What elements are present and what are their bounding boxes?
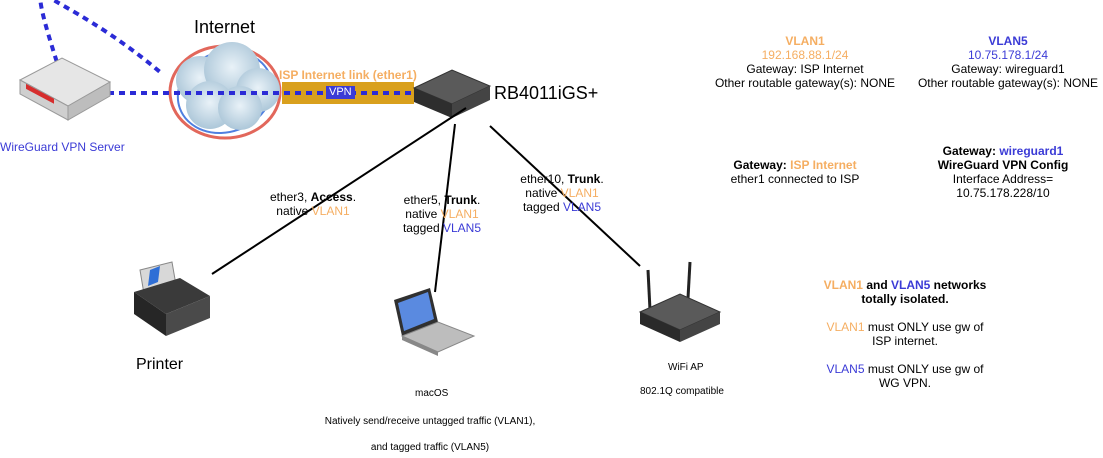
vlan5-info: VLAN5 10.75.178.1/24 Gateway: wireguard1… bbox=[917, 34, 1099, 90]
gateway-isp-info: Gateway: ISP Internet ether1 connected t… bbox=[730, 158, 860, 186]
wifi-ap-note: 802.1Q compatible bbox=[640, 386, 724, 397]
isp-link-label: ISP Internet link (ether1) bbox=[279, 68, 417, 82]
internet-label: Internet bbox=[194, 17, 256, 37]
laptop-icon bbox=[394, 288, 476, 356]
macos-label: macOS bbox=[415, 388, 449, 399]
router-label: RB4011iGS+ bbox=[494, 83, 599, 103]
printer-icon bbox=[134, 261, 210, 336]
wg-server-label: WireGuard VPN Server bbox=[0, 140, 125, 154]
gateway-wg-info: Gateway: wireguard1 WireGuard VPN Config… bbox=[937, 144, 1069, 200]
ether3-label: ether3, Access. native VLAN1 bbox=[269, 190, 357, 218]
printer-label: Printer bbox=[136, 356, 184, 373]
vpn-label: VPN bbox=[326, 86, 355, 99]
link-ether10 bbox=[489, 125, 641, 267]
wifi-ap-label: WiFi AP bbox=[668, 362, 704, 373]
ether5-label: ether5, Trunk. native VLAN1 tagged VLAN5 bbox=[402, 193, 482, 235]
isolation-note: VLAN1 and VLAN5 networks totally isolate… bbox=[823, 278, 987, 390]
vpn-dotted-arc bbox=[38, 0, 162, 74]
ether10-label: ether10, Trunk. native VLAN1 tagged VLAN… bbox=[520, 172, 604, 214]
link-ether3 bbox=[211, 107, 467, 275]
router-icon bbox=[412, 69, 492, 118]
macos-note-1: Natively send/receive untagged traffic (… bbox=[324, 416, 536, 427]
wireguard-server-icon bbox=[18, 57, 112, 121]
link-ether5 bbox=[434, 123, 456, 293]
wifi-ap-icon bbox=[638, 261, 722, 342]
vlan1-info: VLAN1 192.168.88.1/24 Gateway: ISP Inter… bbox=[714, 34, 896, 90]
macos-note-2: and tagged traffic (VLAN5) bbox=[370, 442, 490, 453]
